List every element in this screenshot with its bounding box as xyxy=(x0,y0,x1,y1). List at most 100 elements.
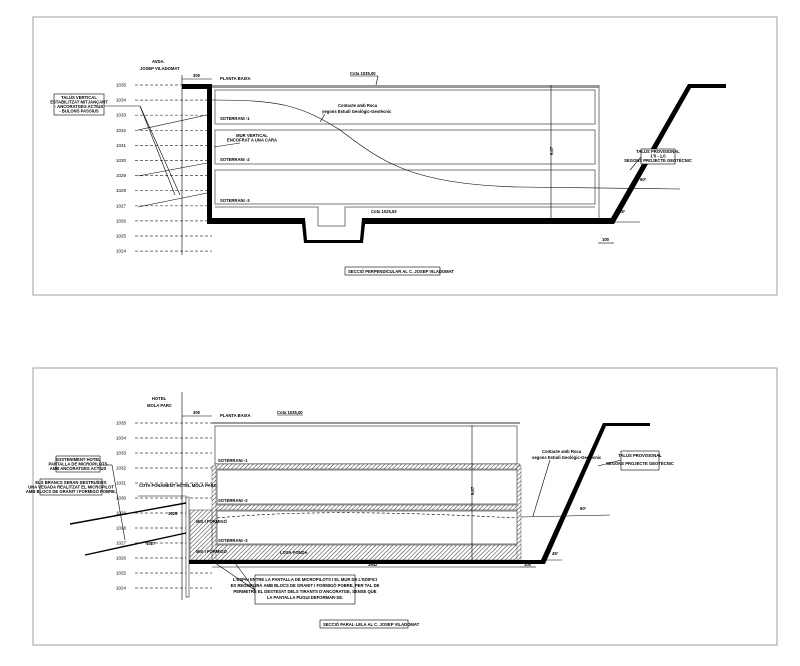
micropile-wall xyxy=(185,496,190,598)
note-text: TALÚS PROVISIONAL xyxy=(636,149,680,154)
caption-box xyxy=(319,619,409,629)
floor-label: SOTERRANI -1 xyxy=(220,116,250,121)
floor-label: PLANTA BAIXA xyxy=(220,76,251,81)
note-text: ELS BRANCS SERAN DESTRUÏDES xyxy=(35,480,106,485)
note-box-provisional-slope xyxy=(640,148,676,165)
level-tick-label: 1030 xyxy=(116,496,127,501)
frame-bottom xyxy=(32,367,778,646)
level-tick-label: 1034 xyxy=(116,436,127,441)
level-tick-label: 1024 xyxy=(116,586,127,591)
dimension-text: 300 xyxy=(193,73,201,78)
slab-foundation xyxy=(214,544,521,561)
hotel-label: HOTEL xyxy=(152,396,167,401)
level-tick-label: 1029 xyxy=(116,511,127,516)
section-caption: SECCIÓ PERPENDICULAR AL C. JOSEP VILADOM… xyxy=(348,269,454,274)
note-text: - ANCORATGES ACTIUS xyxy=(55,104,104,109)
slab-soterrani-2 xyxy=(214,504,521,511)
level-label: 1027 xyxy=(146,541,156,546)
angle-label: 45º xyxy=(619,209,626,214)
note-text: - BULONS PASSIUS xyxy=(59,109,99,114)
note-text: MUR VERTICAL xyxy=(236,133,268,138)
annotation: Contacte amb Roca xyxy=(338,103,378,108)
slab-soterrani-1 xyxy=(214,463,521,470)
annotation: segons Estudi Geològic-Geotècnic xyxy=(532,455,602,460)
level-tick-label: 1029 xyxy=(116,173,127,178)
level-tick-label: 1035 xyxy=(116,83,127,88)
level-tick-label: 1025 xyxy=(116,571,127,576)
note-text: UNA VEGADA REALITZAT EL MICROPILOT xyxy=(28,485,114,490)
ground-slab xyxy=(212,85,599,88)
level-tick-label: 1030 xyxy=(116,158,127,163)
annotation: Contacte amb Roca xyxy=(542,449,582,454)
anchor-tie xyxy=(84,532,187,556)
level-tick-label: 1028 xyxy=(116,188,127,193)
note-text: PERMETRE EL DESTESAT DELS TIRANTS D'ANCO… xyxy=(233,589,376,594)
angle-label: 60º xyxy=(580,506,587,511)
foundation-slab xyxy=(188,560,520,564)
level-tick-label: 1026 xyxy=(116,218,127,223)
note-text: ENCOFRAT A UNA CARA xyxy=(227,138,277,143)
level-tick-label: 1027 xyxy=(116,203,127,208)
hotel-label: MOLA PARC xyxy=(147,403,172,408)
dimension-text: 100 xyxy=(524,562,532,567)
floor-label: PLANTA BAIXA xyxy=(220,413,251,418)
rock-contact-line xyxy=(216,512,518,519)
level-tick-label: 1025 xyxy=(116,234,127,239)
angle-label: 60º xyxy=(640,177,647,182)
level-tick-label: 1032 xyxy=(116,466,127,471)
note-box-fill-space xyxy=(254,574,356,605)
note-box-micropile xyxy=(55,455,101,473)
floor-soterrani-1 xyxy=(214,89,596,125)
level-scale-bottom: 1035103410331032103110301029102810271026… xyxy=(116,421,212,591)
note-text: LA PANTALLA PUGUI DEFORMAR-SE. xyxy=(267,595,343,600)
note-text: PANTALLA DE MICROPILOTS xyxy=(48,462,107,467)
frame-top xyxy=(32,16,778,296)
street-label: AVDA. xyxy=(152,59,165,64)
angle-label: 45º xyxy=(552,551,559,556)
level-tick-label: 1031 xyxy=(116,481,127,486)
floor-label: SOTERRANI -3 xyxy=(218,538,248,543)
level-label: Cota 1035,00 xyxy=(277,410,303,415)
level-scale-top: 1035 1034 1033 1032 1031 1030 1029 1028 1027 1026… xyxy=(116,83,212,254)
note-text: ES REOMPLIRÀ AMB BLOCS DE GRANIT I FORMI… xyxy=(231,583,380,588)
floor-label: SOTERRANI -2 xyxy=(218,498,248,503)
note-box-vertical-slope xyxy=(53,93,105,116)
level-tick-label: 1034 xyxy=(116,98,127,103)
granite-fill xyxy=(189,509,213,561)
dimension-text: 100 xyxy=(602,237,610,242)
dimension-text: 300 xyxy=(193,410,201,415)
level-tick-label: 1028 xyxy=(116,526,127,531)
note-box-anchors xyxy=(39,478,103,496)
floor-label: SOTERRANI -1 xyxy=(218,458,248,463)
fill-label: MIX I FORMIGÓ xyxy=(196,519,228,524)
level-tick-label: 1033 xyxy=(116,113,127,118)
dimension-text: 9,07 xyxy=(549,146,554,155)
note-text: 1'5 - 1,0 xyxy=(650,154,666,159)
rock-contact-line xyxy=(211,99,681,190)
note-text: SEGONS PROJECTE GEOTÈCNIC xyxy=(606,461,674,466)
annotation: COTA FONAMENT HOTEL MOLA PARC xyxy=(139,483,217,488)
note-text: TALÚS VERTICAL xyxy=(61,95,97,100)
level-tick-label: 1032 xyxy=(116,128,127,133)
provisional-slope xyxy=(520,423,650,564)
level-label: 1029 xyxy=(168,511,178,516)
level-label: Cota 1025,93 xyxy=(371,209,397,214)
street-label: JOSEP VILADOMAT xyxy=(140,66,180,71)
slab-label: LOSA FONDA xyxy=(280,550,308,555)
floor-label: SOTERRANI -2 xyxy=(220,157,250,162)
note-text: SEGONS PROJECTE GEOTÈCNIC xyxy=(624,158,692,163)
note-text: L'ESPAI ENTRE LA PANTALLA DE MICROPILOTS… xyxy=(233,577,377,582)
note-text: AMB BLOCS DE GRANIT I FORMIGÓ POBRE. xyxy=(26,489,116,494)
note-text: TALÚS PROVISIONAL xyxy=(618,453,662,458)
level-tick-label: 1027 xyxy=(116,541,127,546)
section-parallel: 1035103410331032103110301029102810271026… xyxy=(26,367,778,646)
floor-soterrani-2 xyxy=(214,129,596,165)
section-caption: SECCIÓ PARAL·LELA AL C. JOSEP VILADOMAT xyxy=(323,622,420,627)
dimension-text: 3942 xyxy=(368,562,378,567)
floor-soterrani-3 xyxy=(214,169,596,205)
section-perpendicular: 1035 1034 1033 1032 1031 1030 1029 1028 1027 1026… xyxy=(32,16,778,296)
level-tick-label: 1031 xyxy=(116,143,127,148)
note-text: SOSTENIMENT HOTEL xyxy=(55,457,101,462)
floor-label: SOTERRANI -3 xyxy=(220,198,250,203)
